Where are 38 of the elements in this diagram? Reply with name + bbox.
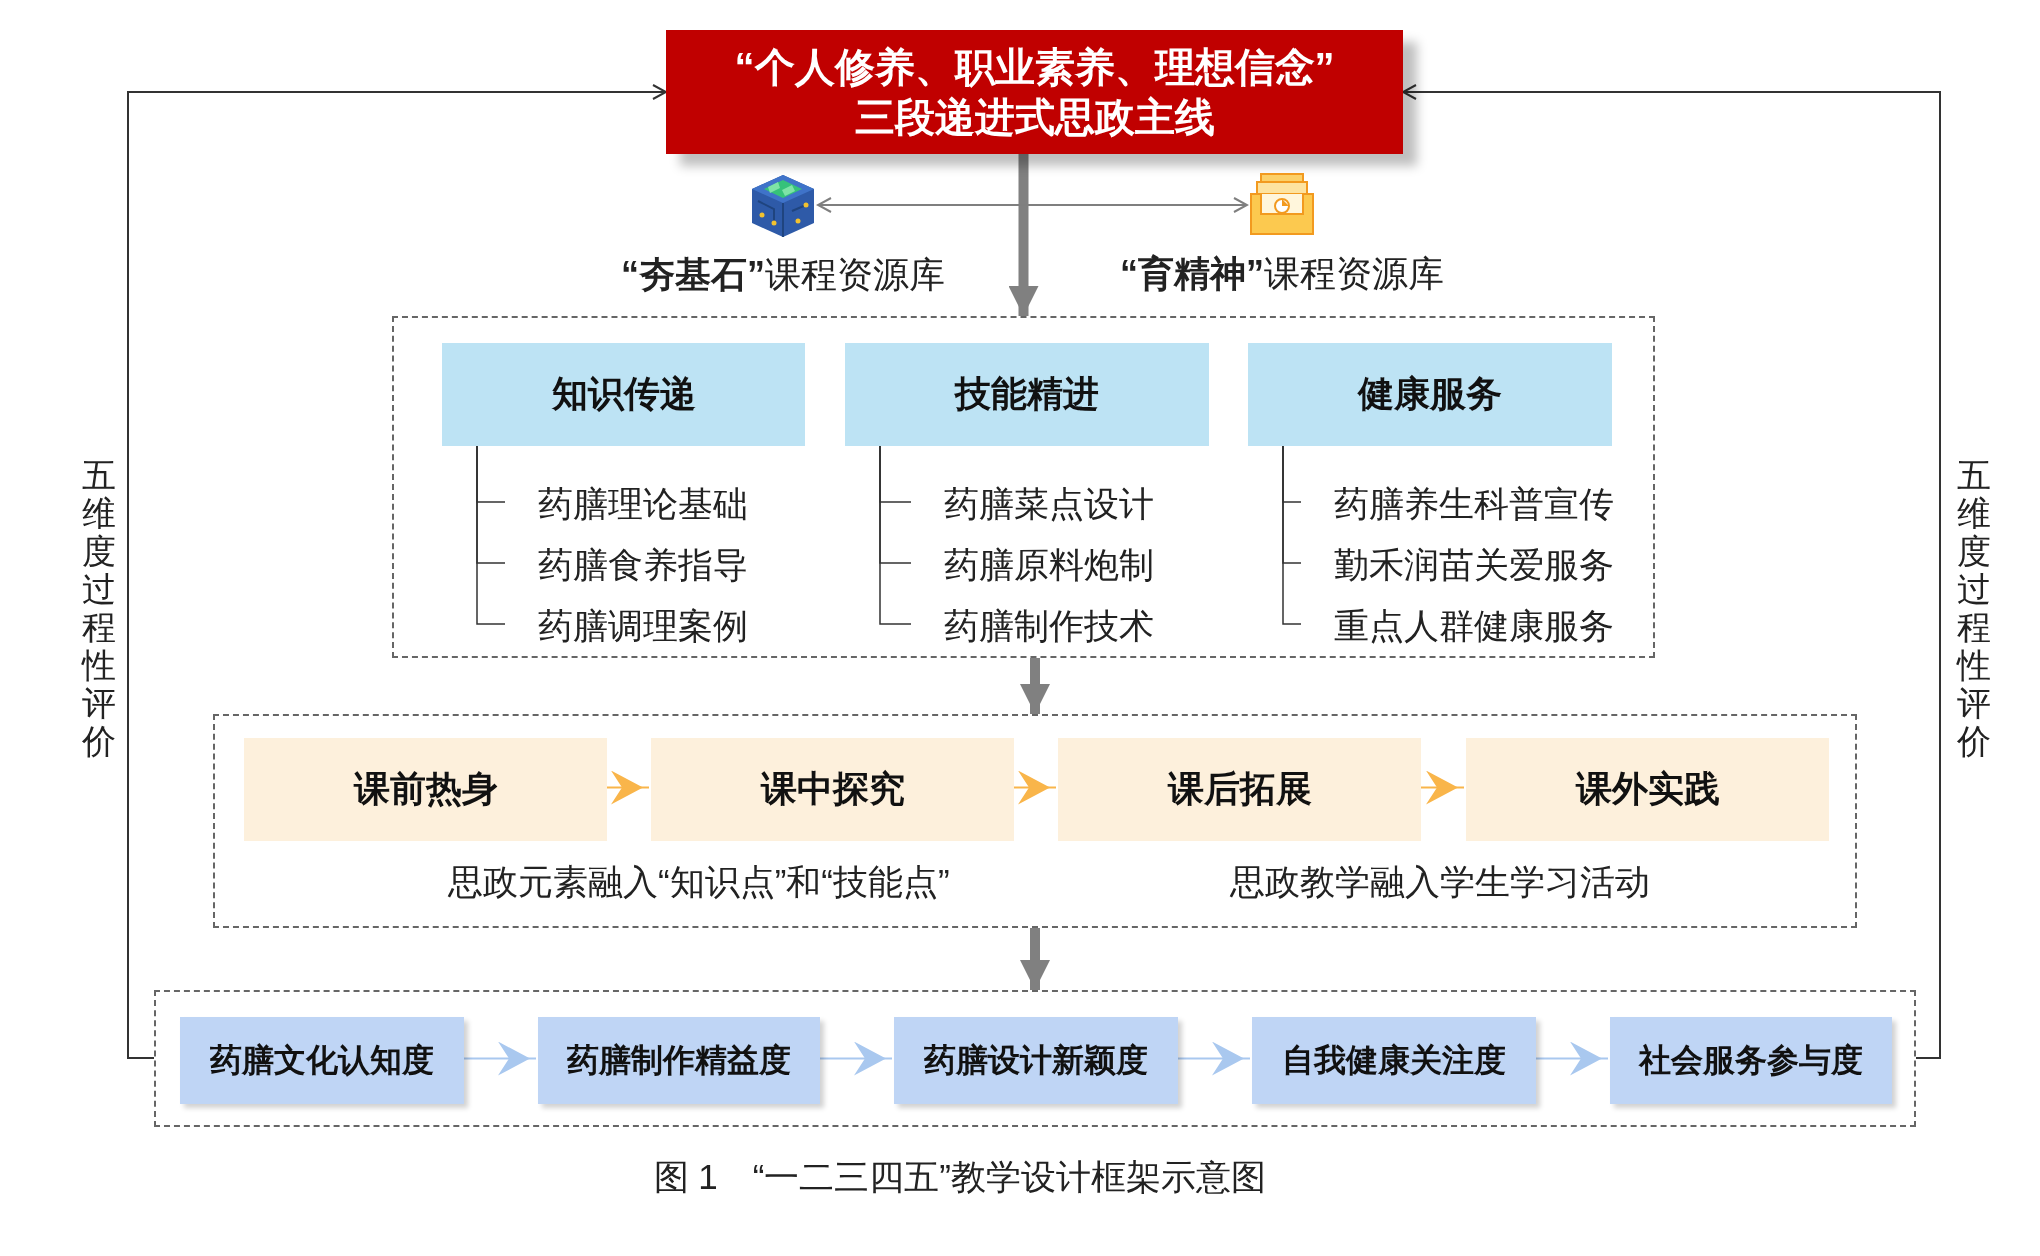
dashed-frame <box>154 990 1916 1127</box>
feedback-arrow <box>1402 84 1941 1059</box>
resource-label: “育精神”课程资源库 <box>1120 251 1444 296</box>
list-item: 重点人群健康服务 <box>1303 603 1643 649</box>
subtitle-text: 三段递进式思政主线 <box>854 94 1215 141</box>
metric-box: 自我健康关注度 <box>1252 1017 1536 1104</box>
stage-caption: 思政元素融入“知识点”和“技能点” <box>448 860 950 903</box>
stage-box: 课前热身 <box>244 738 607 841</box>
metric-box: 药膳文化认知度 <box>180 1017 464 1104</box>
list-item: 药膳菜点设计 <box>913 481 1233 527</box>
title-banner <box>666 30 1403 154</box>
stage-caption: 思政教学融入学生学习活动 <box>1230 860 1650 903</box>
stage-box: 课中探究 <box>651 738 1014 841</box>
category-box: 健康服务 <box>1248 343 1612 446</box>
feedback-arrow <box>127 84 667 1059</box>
list-item: 药膳理论基础 <box>507 481 827 527</box>
resource-label: “夯基石”课程资源库 <box>621 252 945 297</box>
double-arrow <box>817 197 1248 213</box>
category-box: 技能精进 <box>845 343 1209 446</box>
list-item: 勤禾润苗关爱服务 <box>1303 542 1643 588</box>
list-item: 药膳制作技术 <box>913 603 1233 649</box>
metric-box: 社会服务参与度 <box>1610 1017 1892 1104</box>
title-text: “个人修养、职业素养、理想信念” <box>734 44 1335 91</box>
category-box: 知识传递 <box>442 343 805 446</box>
list-item: 药膳调理案例 <box>507 603 827 649</box>
dashed-frame <box>392 316 1655 658</box>
list-item: 药膳原料炮制 <box>913 542 1233 588</box>
metric-box: 药膳设计新颖度 <box>894 1017 1178 1104</box>
down-arrow <box>1020 658 1050 714</box>
list-item: 药膳食养指导 <box>507 542 827 588</box>
list-item: 药膳养生科普宣传 <box>1303 481 1643 527</box>
stage-box: 课后拓展 <box>1058 738 1421 841</box>
down-arrow <box>1020 928 1050 990</box>
down-arrow <box>1008 154 1039 316</box>
stage-box: 课外实践 <box>1466 738 1829 841</box>
dashed-frame <box>213 714 1857 928</box>
figure-caption: 图 1 “一二三四五”教学设计框架示意图 <box>653 1155 1266 1198</box>
metric-box: 药膳制作精益度 <box>538 1017 820 1104</box>
